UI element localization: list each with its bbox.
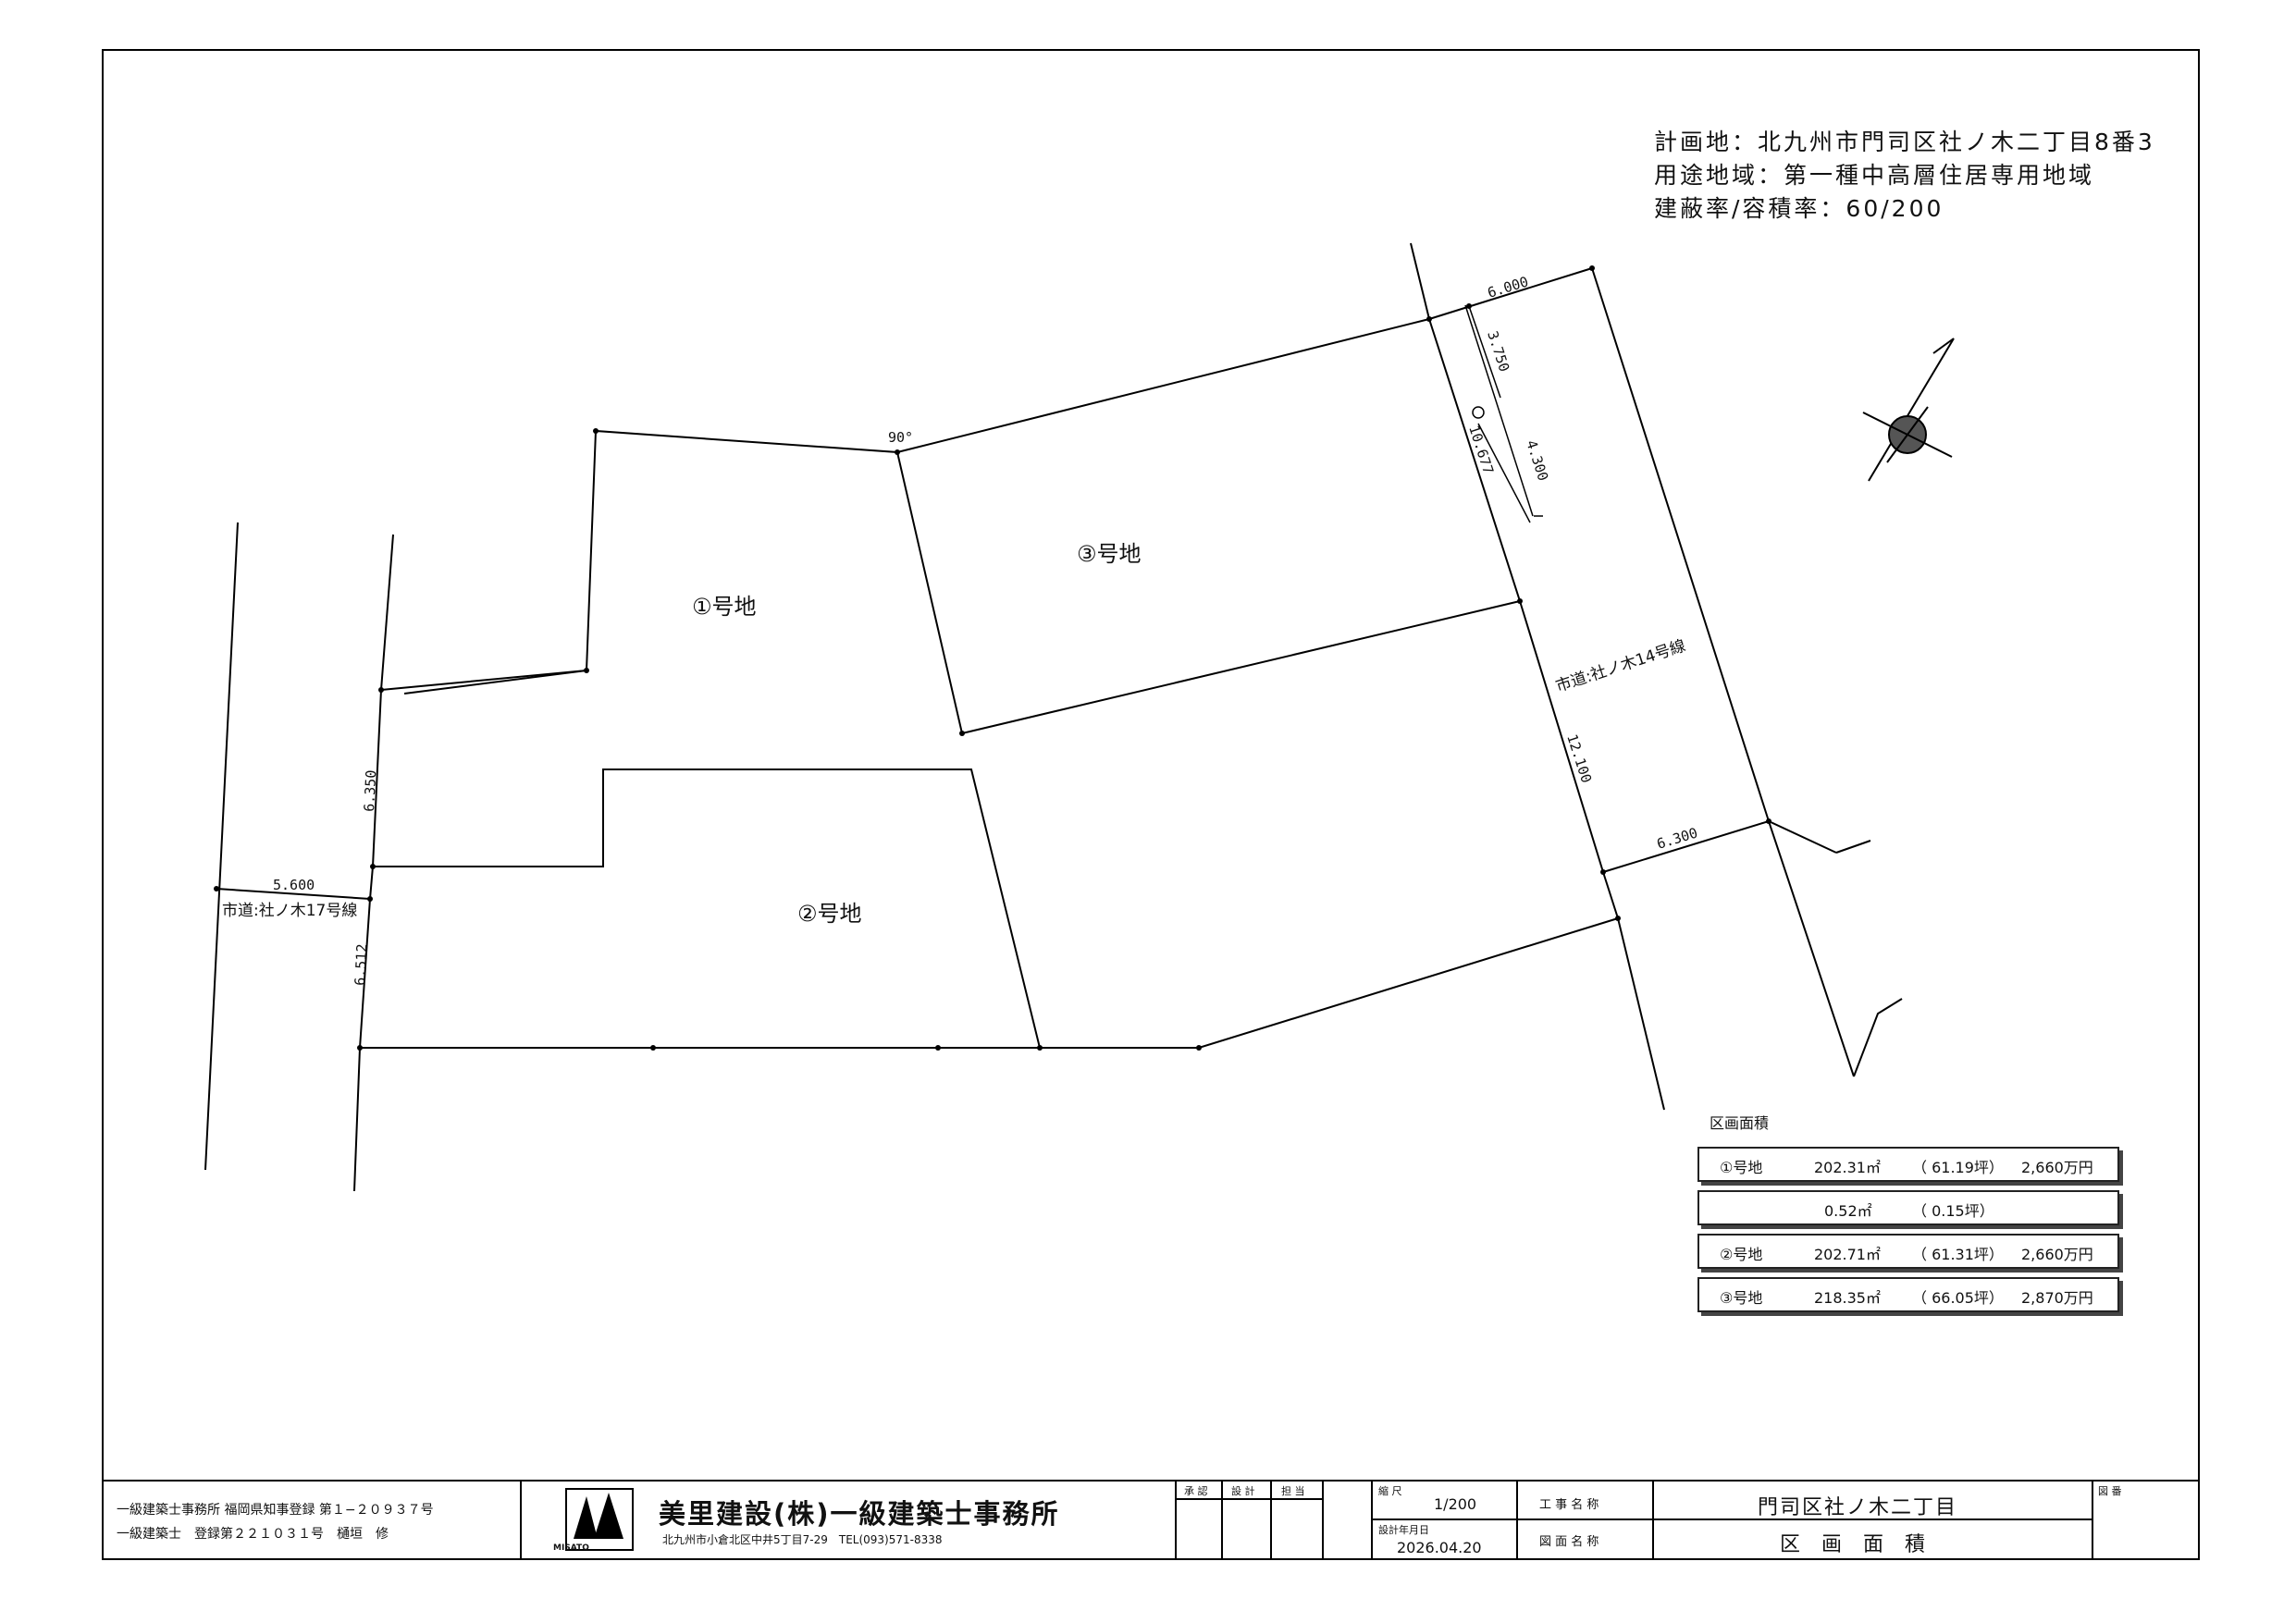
dim-3750: 3.750 [1484,329,1512,375]
lot-3-label: ③号地 [1077,541,1142,567]
site-location: 計画地：北九州市門司区社ノ木二丁目8番3 [1654,129,2155,155]
drawing-label: 図 面 名 称 [1539,1535,1599,1549]
angle-90: 90° [888,429,913,446]
area-tsubo: （ 66.05坪） [1912,1289,2004,1307]
area-lot: ③号地 [1720,1289,1763,1307]
area-tsubo: （ 61.31坪） [1912,1246,2004,1263]
project-label: 工 事 名 称 [1539,1498,1599,1512]
design-label: 設 計 [1231,1485,1255,1497]
lot-boundaries [204,242,1903,1192]
area-row: 0.52㎡ （ 0.15坪） [1697,1190,2119,1225]
lot-2-label: ②号地 [797,901,862,927]
drawing-frame [102,49,2200,1560]
date-label: 設計年月日 [1378,1524,1429,1536]
title-block-grid [103,1480,2199,1559]
date-value: 2026.04.20 [1397,1539,1482,1556]
area-sqm: 202.71㎡ [1814,1246,1881,1263]
north-arrow-icon [1862,338,1955,482]
area-row: ①号地 202.31㎡ （ 61.19坪） 2,660万円 [1697,1147,2119,1182]
office-registration: 一級建築士事務所 福岡県知事登録 第１−２０９３７号 [117,1503,434,1518]
approve-label: 承 認 [1184,1485,1208,1497]
road-17-label: 市道:社ノ木17号線 [222,902,357,920]
dim-6300: 6.300 [1655,824,1699,852]
drawing-name: 区 画 面 積 [1780,1533,1932,1556]
area-row: ②号地 202.71㎡ （ 61.31坪） 2,660万円 [1697,1234,2119,1269]
area-row: ③号地 218.35㎡ （ 66.05坪） 2,870万円 [1697,1277,2119,1312]
area-lot: ①号地 [1720,1159,1763,1176]
charge-label: 担 当 [1281,1485,1305,1497]
dimension-lines [1464,304,1543,523]
dim-6350: 6.350 [361,769,379,812]
coverage-ratio: 建蔽率/容積率：60/200 [1654,195,1944,222]
survey-marker [1472,406,1485,419]
scale-value: 1/200 [1434,1495,1477,1513]
area-tsubo: （ 0.15坪） [1912,1202,1994,1220]
company-name: 美里建設(株)一級建築士事務所 [659,1498,1060,1530]
area-table-title: 区画面積 [1710,1114,1770,1132]
area-price: 2,660万円 [2021,1246,2093,1263]
company-logo [565,1488,634,1551]
area-tsubo: （ 61.19坪） [1912,1159,2004,1176]
area-price: 2,660万円 [2021,1159,2093,1176]
area-sqm: 202.31㎡ [1814,1159,1881,1176]
road-14-label: 市道:社ノ木14号線 [1553,637,1687,696]
scale-label: 縮 尺 [1378,1485,1402,1497]
dim-6512: 6.512 [352,943,370,986]
drawing-number-label: 図 番 [2098,1485,2122,1497]
logo-text: MISATO [553,1543,589,1553]
zoning: 用途地域：第一種中高層住居専用地域 [1654,162,2095,189]
dim-4300: 4.300 [1523,438,1551,484]
area-lot: ②号地 [1720,1246,1763,1263]
boundary-points [214,265,1771,1051]
dim-6000: 6.000 [1486,273,1530,301]
project-name: 門司区社ノ木二丁目 [1758,1496,1958,1519]
area-sqm: 0.52㎡ [1824,1202,1872,1220]
area-price: 2,870万円 [2021,1289,2093,1307]
area-sqm: 218.35㎡ [1814,1289,1881,1307]
company-address: 北九州市小倉北区中井5丁目7-29 TEL(093)571-8338 [662,1533,943,1546]
lot-1-label: ①号地 [692,594,757,620]
architect-registration: 一級建築士 登録第２２１０３１号 樋垣 修 [117,1527,389,1542]
dim-5600: 5.600 [273,877,315,893]
